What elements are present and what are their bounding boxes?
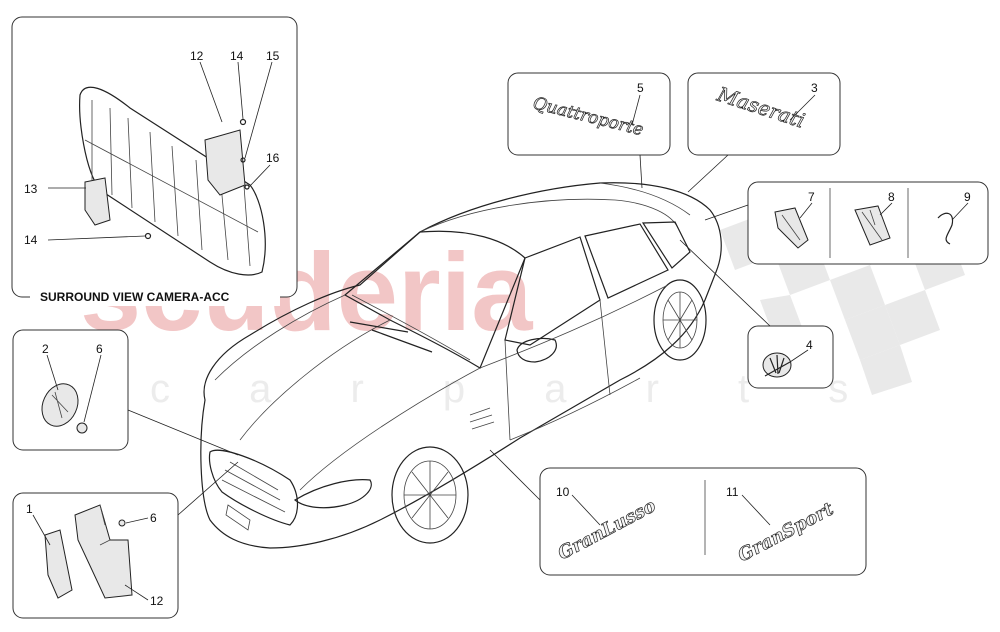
callout-1: 1 [26,502,33,516]
callout-8: 8 [888,190,895,204]
callout-11: 11 [726,485,739,499]
panel-surround-view-camera: 12 14 15 16 13 14 SURROUND VIEW CAMERA-A… [11,16,298,306]
leader-front-emblem [127,409,239,456]
callout-12: 12 [150,594,164,608]
callout-2: 2 [42,342,49,356]
leader-front-bracket [177,461,239,516]
panel-front-emblem: 2 6 [12,329,129,451]
panel-front-bracket: 1 6 12 [12,492,179,619]
callout-14: 14 [230,49,244,63]
leader-badge-4 [679,239,771,327]
callout-5: 5 [637,81,644,95]
leader-badge-5 [639,154,643,189]
panel-badges-small: 7 8 9 [747,181,989,265]
panel-caption: SURROUND VIEW CAMERA-ACC [40,290,230,304]
panel-badge-trident: 4 [747,325,834,389]
callout-4: 4 [806,338,813,352]
callout-9: 9 [964,190,971,204]
panel-badges-gran: GranLusso GranSport 10 11 [539,467,867,576]
callout-14: 14 [24,233,38,247]
leader-badges-gran [489,449,541,501]
callout-6: 6 [96,342,103,356]
callout-10: 10 [556,485,570,499]
panel-badge-maserati: Maserati 3 [687,72,841,156]
leader-badge-3 [687,154,729,193]
car-illustration [200,182,722,549]
callout-15: 15 [266,49,280,63]
callout-13: 13 [24,182,38,196]
callout-3: 3 [811,81,818,95]
watermark-sub: c a r p a r t s [150,367,882,411]
leader-badges-small [704,204,749,221]
callout-7: 7 [808,190,815,204]
callout-16: 16 [266,151,280,165]
callout-12: 12 [190,49,204,63]
panel-badge-quattroporte: Quattroporte 5 [507,72,671,156]
callout-6: 6 [150,511,157,525]
